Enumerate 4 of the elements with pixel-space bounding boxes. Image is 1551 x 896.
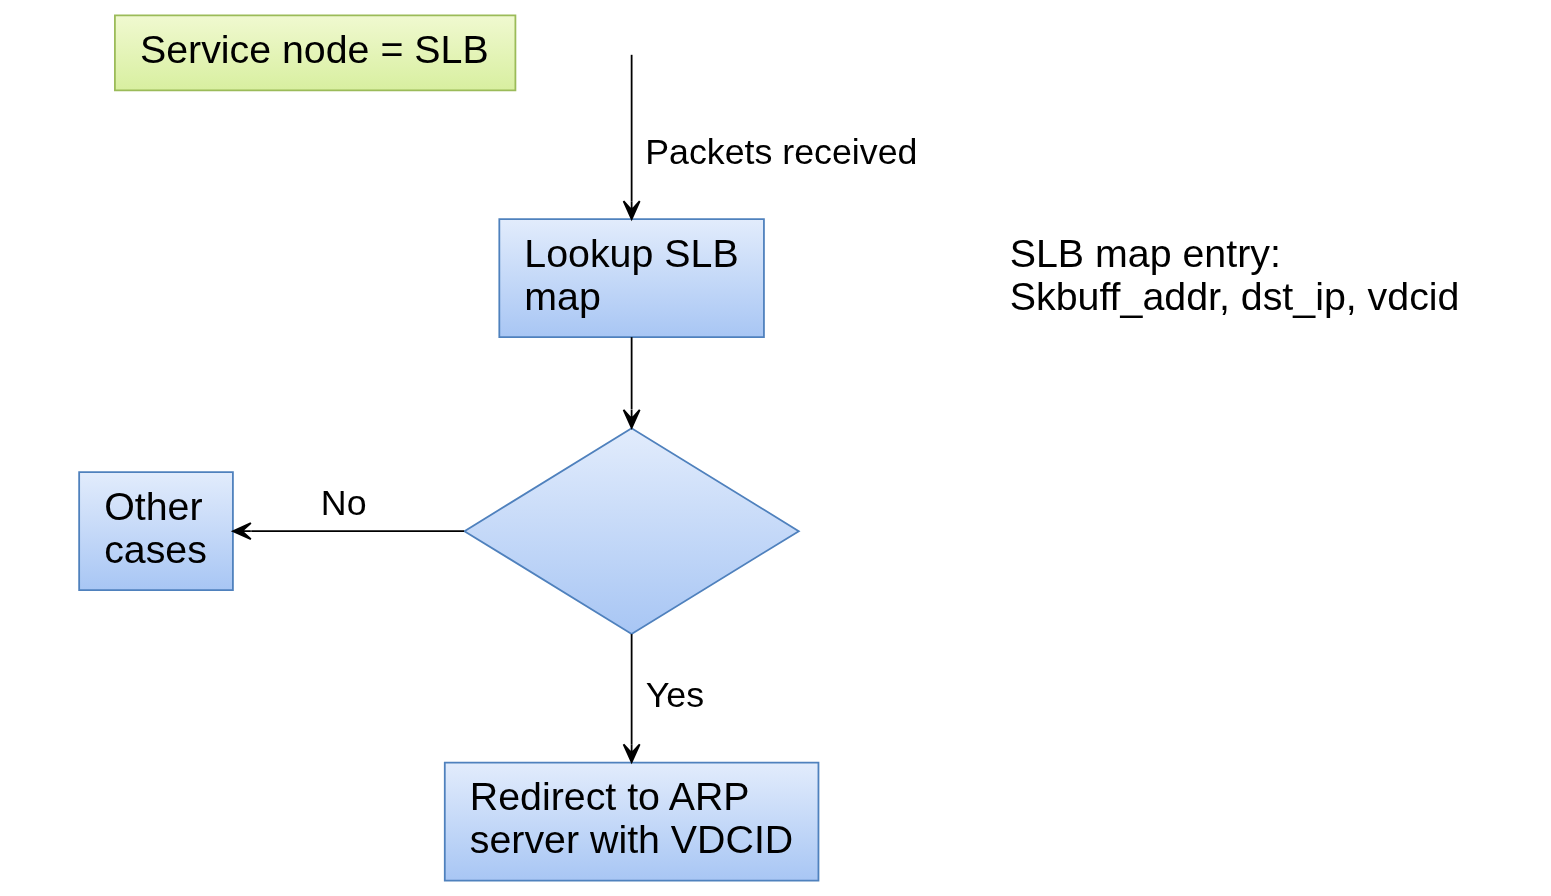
edge-label: Packets received [644, 131, 917, 172]
edge-label: No [320, 483, 367, 524]
edge-label: Yes [645, 675, 704, 716]
label: SLB map entry: Skbuff_addr, dst_ip, vdcid [1009, 230, 1459, 318]
